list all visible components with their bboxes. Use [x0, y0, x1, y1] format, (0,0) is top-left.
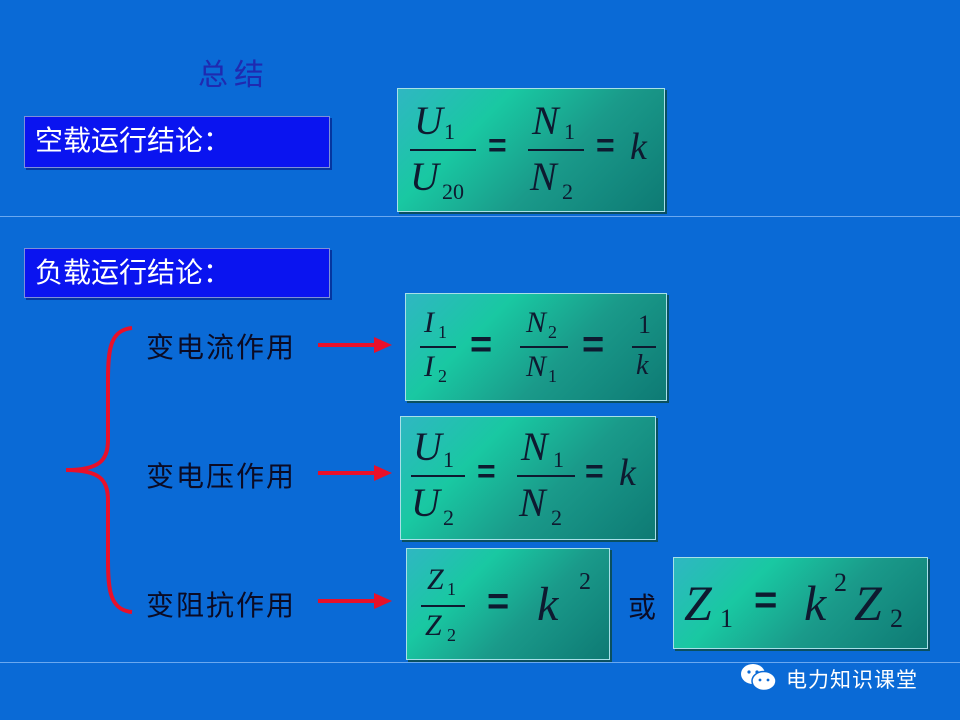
fraction-bar — [411, 475, 465, 477]
u2-sub: 2 — [443, 505, 454, 530]
alt-impedance-formula-box: Z 1 = k 2 Z 2 — [673, 557, 928, 649]
equals-sign: = — [582, 324, 605, 366]
i1-symbol: I — [424, 306, 434, 339]
arrow-right-icon — [318, 337, 392, 353]
slide-title: 总结 — [198, 58, 270, 93]
z2-symbol: Z — [854, 575, 882, 631]
voltage-effect-label: 变电压作用 — [146, 460, 297, 493]
curly-brace-icon — [65, 326, 133, 614]
wechat-icon — [741, 664, 777, 692]
current-formula-box: I 1 I 2 = N 2 N 1 = 1 k — [405, 293, 667, 401]
z1-sub: 1 — [447, 579, 456, 599]
i2-sub: 2 — [438, 366, 447, 386]
fraction-bar — [528, 149, 584, 151]
u1-sub: 1 — [444, 119, 455, 144]
equals-sign: = — [477, 453, 496, 489]
z1-symbol: Z — [427, 563, 444, 596]
fraction-bar — [520, 346, 568, 348]
k-symbol: k — [619, 452, 636, 494]
k-symbol: k — [537, 578, 559, 631]
voltage-formula-box: U 1 U 2 = N 1 N 2 = k — [400, 416, 656, 540]
i1-sub: 1 — [438, 322, 447, 342]
arrow-right-icon — [318, 465, 392, 481]
n2-sub: 2 — [548, 322, 557, 342]
equals-sign: = — [754, 578, 778, 622]
u2-symbol: U — [411, 480, 440, 525]
fraction-bar — [632, 346, 656, 348]
equals-sign: = — [488, 127, 507, 163]
exponent: 2 — [579, 569, 591, 595]
section-divider — [0, 216, 960, 217]
fraction-bar — [517, 475, 575, 477]
equals-sign: = — [585, 453, 604, 489]
fraction-bar — [420, 346, 456, 348]
equals-sign: = — [470, 324, 493, 366]
u20-sub: 20 — [442, 179, 464, 204]
load-label: 负载运行结论： — [24, 248, 330, 298]
u1-sub: 1 — [443, 447, 454, 472]
n1-symbol: N — [532, 98, 559, 143]
brand-watermark: 电力知识课堂 — [786, 668, 918, 692]
n2-sub: 2 — [551, 505, 562, 530]
one-symbol: 1 — [638, 310, 651, 339]
n1-sub: 1 — [564, 119, 575, 144]
n1-symbol: N — [521, 424, 548, 469]
equals-sign: = — [596, 127, 615, 163]
n1-sub: 1 — [548, 366, 557, 386]
u20-symbol: U — [410, 154, 439, 199]
k-symbol: k — [636, 350, 649, 381]
or-text: 或 — [628, 591, 659, 624]
z1-symbol: Z — [684, 575, 712, 631]
n2-symbol: N — [530, 154, 557, 199]
equals-sign: = — [487, 581, 510, 623]
u1-symbol: U — [414, 98, 443, 143]
z2-symbol: Z — [425, 609, 442, 642]
z1-sub: 1 — [720, 604, 733, 633]
impedance-formula-box: Z 1 Z 2 = k 2 — [406, 548, 610, 660]
impedance-effect-label: 变阻抗作用 — [146, 589, 297, 622]
z2-sub: 2 — [890, 604, 903, 633]
arrow-right-icon — [318, 593, 392, 609]
n2-symbol: N — [526, 306, 547, 339]
footer-divider — [0, 662, 960, 663]
noload-label: 空载运行结论： — [24, 116, 330, 168]
n2-symbol: N — [519, 480, 546, 525]
current-effect-label: 变电流作用 — [146, 331, 297, 364]
i2-symbol: I — [424, 350, 434, 383]
n1-sub: 1 — [553, 447, 564, 472]
u1-symbol: U — [413, 424, 442, 469]
n1-symbol: N — [526, 350, 547, 383]
z2-sub: 2 — [447, 625, 456, 645]
fraction-bar — [421, 605, 465, 607]
n2-sub: 2 — [562, 179, 573, 204]
k-symbol: k — [804, 575, 827, 631]
k-symbol: k — [630, 126, 647, 168]
noload-formula-box: U 1 U 20 = N 1 N 2 = k — [397, 88, 665, 212]
exponent: 2 — [834, 568, 847, 597]
fraction-bar — [410, 149, 476, 151]
